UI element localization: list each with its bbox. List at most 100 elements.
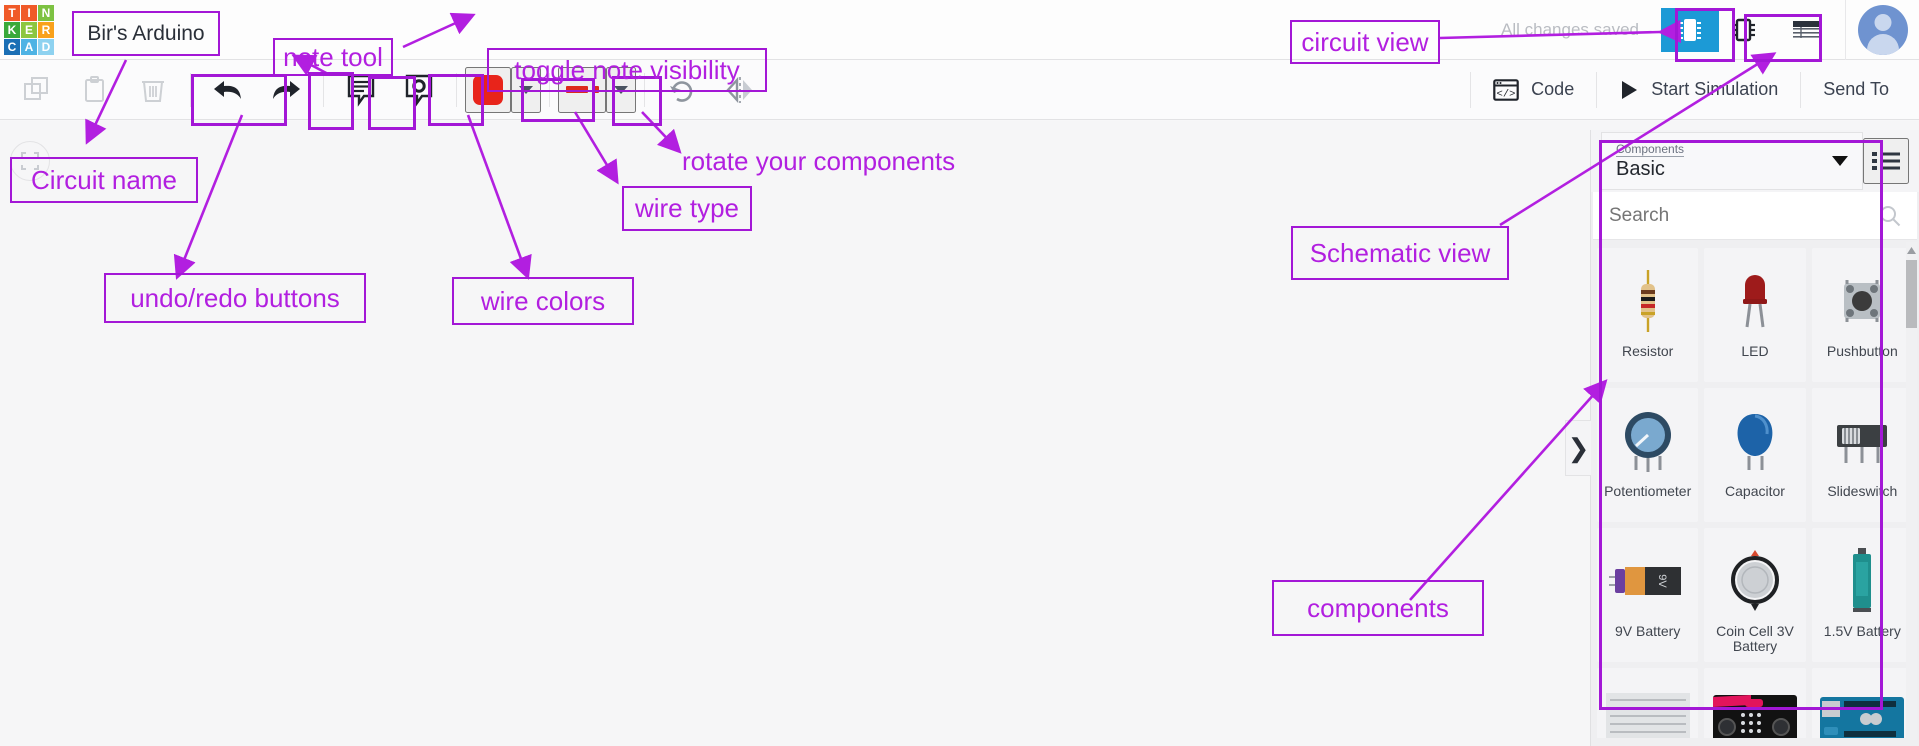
- logo-cell: K: [4, 21, 20, 38]
- component-label: Potentiometer: [1604, 483, 1692, 499]
- toolbar-divider: [190, 72, 191, 107]
- save-status: All changes saved: [1501, 19, 1639, 39]
- logo-cell: R: [38, 21, 54, 38]
- component-tile-potentiometer[interactable]: Potentiometer: [1597, 388, 1699, 522]
- microbit-icon: [1711, 682, 1799, 738]
- editor-toolbar: </> Code Start Simulation Send To: [0, 60, 1919, 120]
- rotate-button[interactable]: [653, 61, 711, 119]
- redo-arrow-icon: [273, 80, 300, 99]
- component-label: LED: [1741, 343, 1769, 359]
- list-view-icon: [1872, 152, 1900, 170]
- component-tile-arduino[interactable]: [1811, 668, 1913, 738]
- search-icon[interactable]: [1879, 205, 1901, 227]
- component-tile-microbit[interactable]: [1704, 668, 1806, 738]
- delete-button[interactable]: [124, 61, 182, 119]
- start-simulation-label: Start Simulation: [1651, 79, 1779, 99]
- led-icon: [1735, 262, 1775, 340]
- wire-type-dropdown[interactable]: [606, 66, 636, 113]
- component-tile-capacitor[interactable]: Capacitor: [1704, 388, 1806, 522]
- components-panel: ❯ Components Basic: [1565, 130, 1919, 746]
- component-tile-led[interactable]: LED: [1704, 248, 1806, 382]
- copy-button[interactable]: [8, 61, 66, 119]
- circuit-view-button[interactable]: [1661, 7, 1719, 52]
- schematic-view-button[interactable]: [1719, 8, 1777, 52]
- components-search-row[interactable]: [1593, 192, 1917, 240]
- tinkercad-logo[interactable]: T I N K E R C A D: [1, 2, 57, 58]
- svg-text:</>: </>: [1497, 88, 1516, 100]
- redo-button[interactable]: [257, 61, 315, 119]
- rotate-icon: [670, 80, 693, 102]
- toolbar-divider: [1470, 71, 1472, 108]
- component-tile-9v-battery[interactable]: 9V 9V Battery: [1597, 528, 1699, 662]
- chevron-down-icon: [519, 85, 533, 94]
- component-tile-pushbutton[interactable]: Pushbutton: [1811, 248, 1913, 382]
- wire-color-button[interactable]: [465, 66, 511, 113]
- capacitor-icon: [1731, 402, 1779, 480]
- arduino-icon: [1818, 682, 1906, 738]
- component-tile-resistor[interactable]: Resistor: [1597, 248, 1699, 382]
- wire-type-button[interactable]: [558, 66, 606, 113]
- schematic-icon: [1732, 18, 1755, 41]
- toolbar-divider: [1800, 71, 1802, 108]
- avatar-button[interactable]: [1845, 0, 1919, 60]
- note-tool-button[interactable]: [332, 61, 390, 119]
- breadboard-icon: [1605, 682, 1690, 738]
- mirror-button[interactable]: [711, 61, 769, 119]
- logo-cell: I: [21, 4, 37, 21]
- search-input[interactable]: [1609, 204, 1879, 227]
- start-simulation-button[interactable]: Start Simulation: [1597, 69, 1800, 111]
- component-tile-15v-battery[interactable]: 1.5V Battery: [1811, 528, 1913, 662]
- clipboard-tool-group: [0, 60, 182, 120]
- components-dropdown-value: Basic: [1616, 157, 1665, 180]
- chevron-down-icon: [614, 85, 628, 94]
- zoom-fit-icon: [21, 152, 39, 170]
- note-tool-group: [332, 60, 448, 120]
- list-view-button[interactable]: [1777, 8, 1835, 52]
- wire-style-group: [465, 60, 636, 120]
- component-tile-coin-cell[interactable]: Coin Cell 3V Battery: [1704, 528, 1806, 662]
- panel-scrollbar[interactable]: [1906, 242, 1917, 740]
- panel-list-toggle-button[interactable]: [1863, 138, 1909, 184]
- code-icon: </>: [1493, 78, 1519, 101]
- send-to-label: Send To: [1823, 79, 1889, 99]
- resistor-icon: [1633, 262, 1663, 340]
- component-label: 9V Battery: [1614, 623, 1681, 639]
- scrollbar-thumb[interactable]: [1906, 260, 1917, 328]
- toolbar-divider: [644, 72, 645, 107]
- undo-arrow-icon: [214, 80, 241, 99]
- chevron-down-icon: [1832, 156, 1848, 166]
- toolbar-divider: [456, 72, 457, 107]
- component-label: Coin Cell 3V Battery: [1716, 623, 1794, 654]
- component-label: Capacitor: [1725, 483, 1785, 499]
- coin-cell-icon: [1728, 542, 1782, 620]
- action-buttons: </> Code Start Simulation Send To: [1470, 60, 1919, 120]
- paste-button[interactable]: [66, 61, 124, 119]
- logo-cell: N: [38, 4, 54, 21]
- avatar: [1857, 4, 1908, 55]
- components-grid: Resistor LED: [1591, 240, 1919, 738]
- wire-type-preview: [565, 86, 599, 93]
- pushbutton-icon: [1836, 262, 1888, 340]
- logo-cell: D: [38, 38, 54, 55]
- note-visibility-button[interactable]: [390, 61, 448, 119]
- component-tile-breadboard[interactable]: [1597, 668, 1699, 738]
- send-to-button[interactable]: Send To: [1801, 69, 1911, 111]
- svg-text:9V: 9V: [1656, 574, 1668, 588]
- wire-color-dropdown[interactable]: [511, 66, 541, 113]
- code-button[interactable]: </> Code: [1471, 69, 1596, 111]
- scroll-up-arrow-icon[interactable]: [1906, 242, 1917, 258]
- wire-color-swatch: [473, 74, 503, 105]
- play-icon: [1622, 80, 1638, 99]
- potentiometer-icon: [1620, 402, 1676, 480]
- component-label: Pushbutton: [1826, 343, 1898, 359]
- undo-button[interactable]: [199, 61, 257, 119]
- zoom-to-fit-button[interactable]: [10, 141, 50, 181]
- battery-15v-icon: [1845, 542, 1879, 620]
- list-icon: [1793, 20, 1819, 38]
- transform-tool-group: [653, 60, 769, 120]
- panel-collapse-button[interactable]: ❯: [1565, 420, 1591, 476]
- battery-9v-icon: 9V: [1608, 542, 1687, 620]
- component-tile-slideswitch[interactable]: Slideswitch: [1811, 388, 1913, 522]
- components-category-dropdown[interactable]: Components Basic: [1601, 132, 1863, 190]
